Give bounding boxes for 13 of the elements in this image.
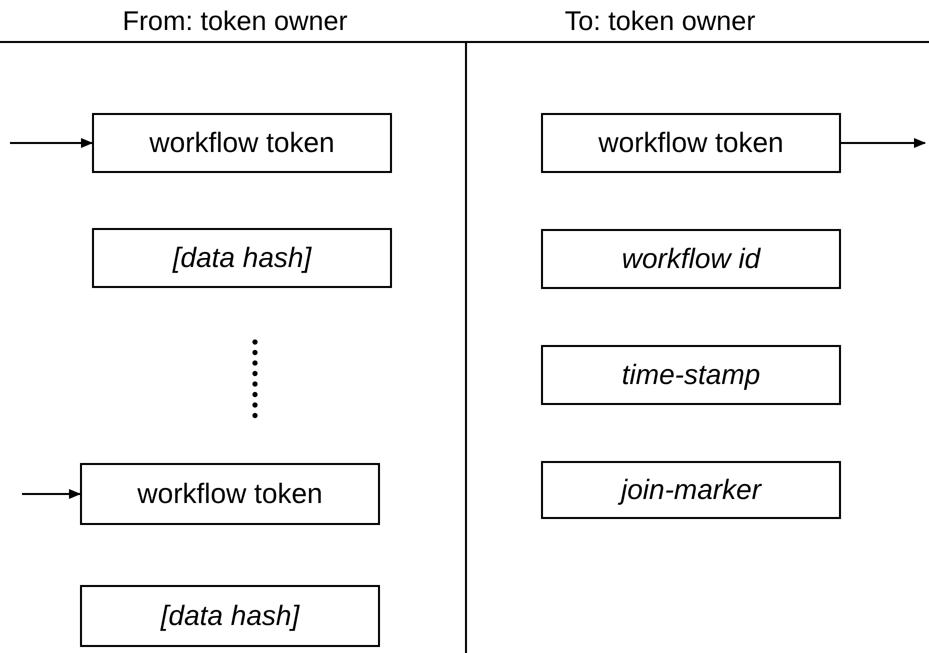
column-heading: From: token owner (122, 6, 348, 37)
process-box: workflow token (541, 113, 841, 173)
process-box: workflow token (80, 463, 380, 525)
process-box: join-marker (541, 461, 841, 519)
arrow (22, 489, 81, 499)
process-box: workflow id (541, 229, 841, 289)
column-heading: To: token owner (564, 6, 756, 37)
process-box: [data hash] (92, 228, 392, 288)
process-box: workflow token (92, 113, 392, 173)
arrow (10, 138, 93, 148)
process-box: [data hash] (80, 585, 380, 647)
process-box: time-stamp (541, 345, 841, 405)
arrow (841, 138, 926, 148)
